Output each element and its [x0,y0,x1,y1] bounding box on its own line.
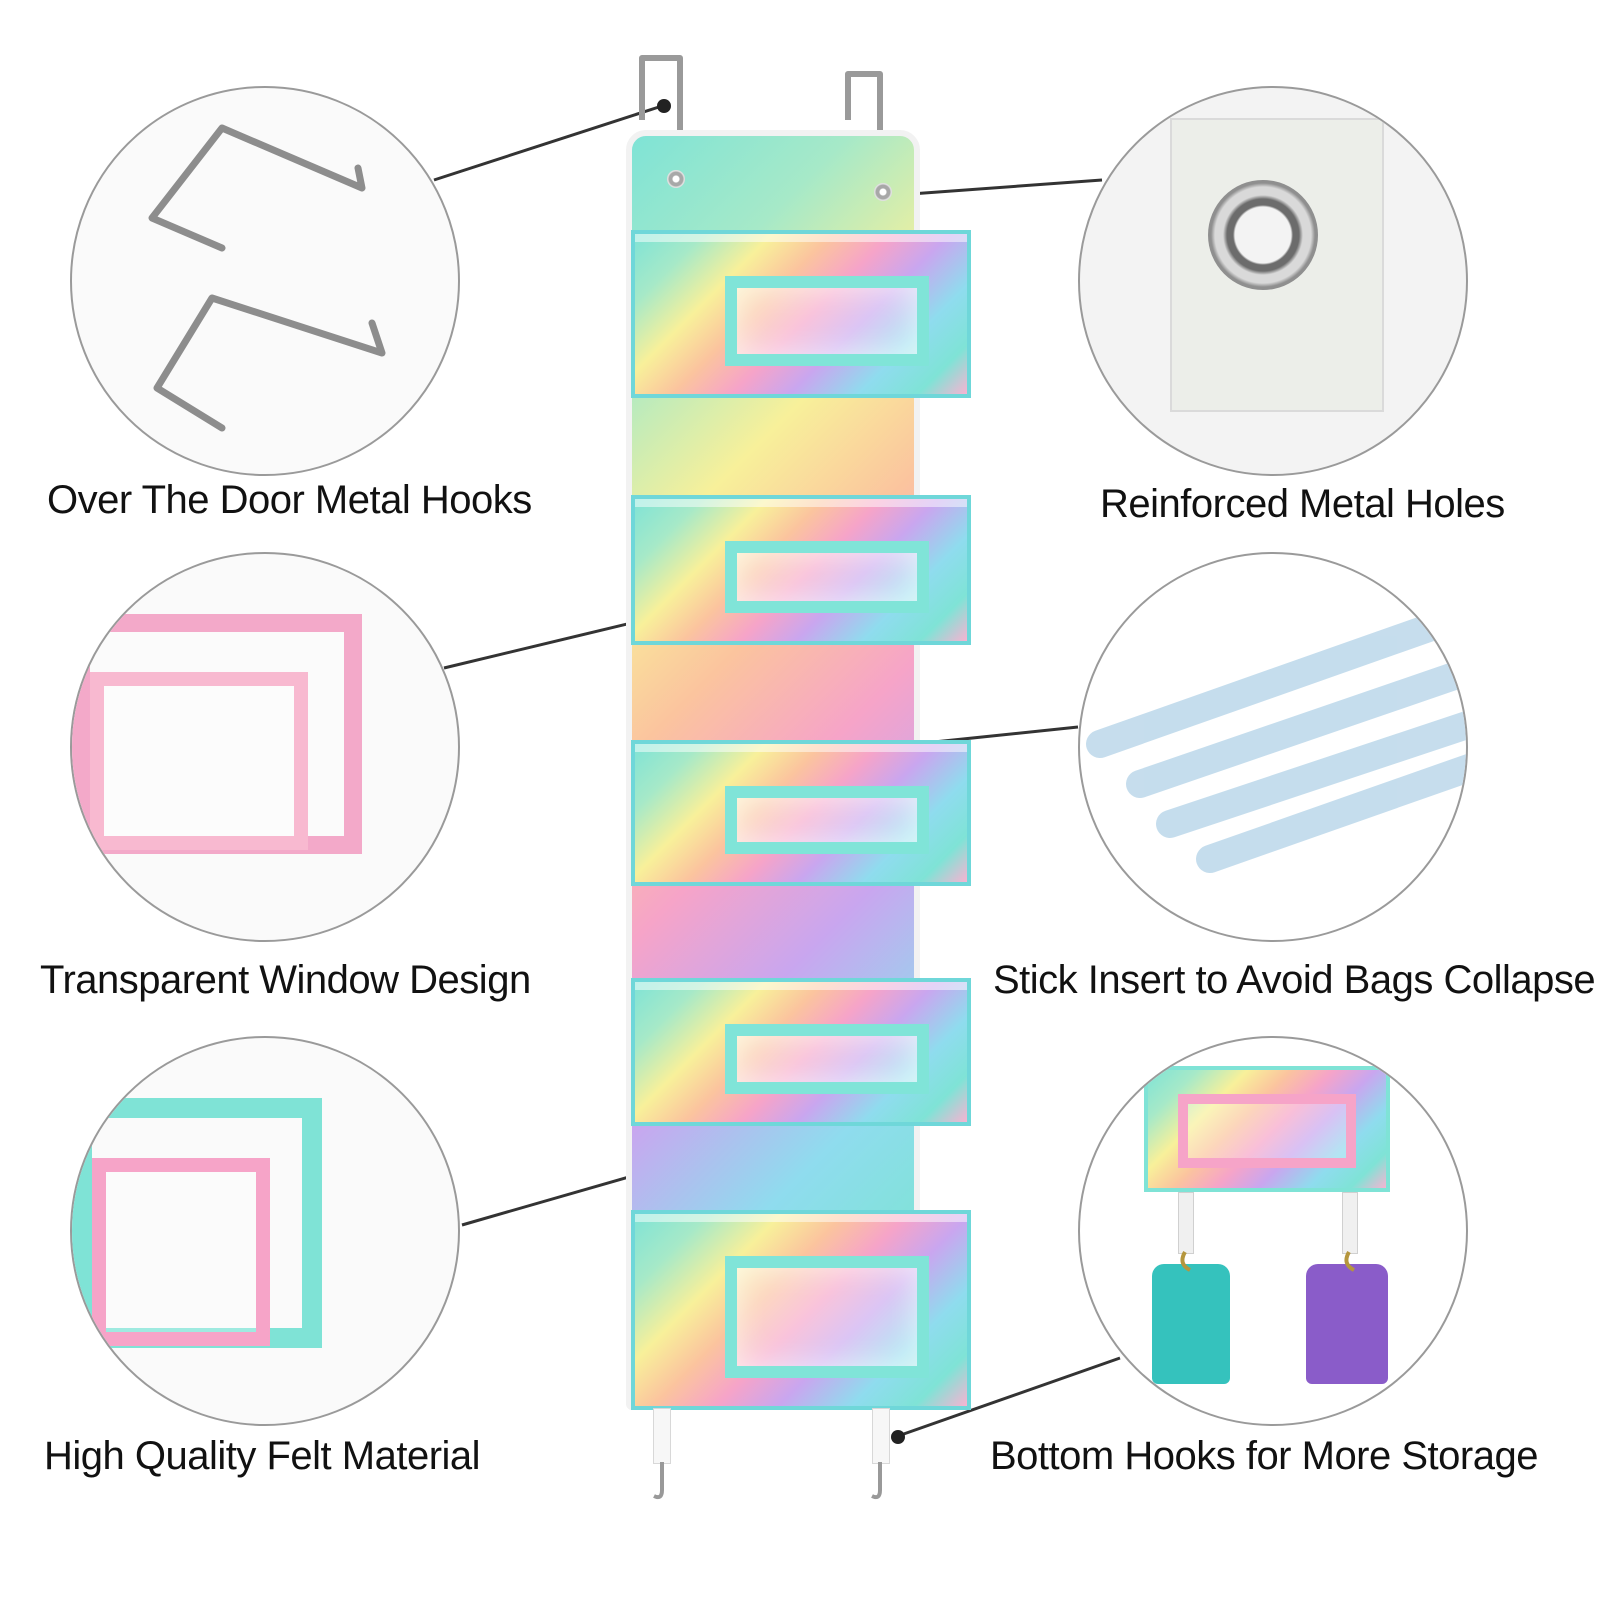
pocket-3 [631,740,971,886]
detail-circle-holes [1078,86,1468,476]
line-hooks [433,104,663,182]
window-pocket-icon [72,614,362,854]
pocket-window [725,541,929,613]
line-holes [896,178,1103,197]
detail-circle-hooks [70,86,460,476]
grommet-icon [1208,180,1318,290]
detail-circle-window [70,552,460,942]
detail-circle-stick [1078,552,1468,942]
detail-circle-felt [70,1036,460,1426]
pocket-1 [631,230,971,398]
pocket-window [725,276,929,366]
pocket-4 [631,978,971,1126]
line-bottom-hooks [897,1356,1121,1438]
dot-bottom-hooks [891,1430,905,1444]
pocket-window [725,1256,929,1378]
bottom-hooks-icon [653,1462,882,1500]
caption-holes: Reinforced Metal Holes [1100,482,1505,526]
top-hooks-icon [639,55,883,138]
caption-felt: High Quality Felt Material [44,1434,481,1478]
plastic-stick-icon [1086,610,1466,873]
caption-hooks: Over The Door Metal Hooks [47,478,532,522]
bottom-strap-right [872,1408,890,1464]
pocket-2 [631,495,971,645]
felt-texture-icon [72,1098,322,1348]
detail-circle-bottom-hooks [1078,1036,1468,1426]
grommet-left [667,170,685,188]
caption-window: Transparent Window Design [40,958,531,1002]
bottom-hook-icon [1180,1250,1355,1272]
pocket-5 [631,1210,971,1410]
teal-drawstring-bag [1152,1264,1230,1384]
bottom-strap-left [653,1408,671,1464]
dot-hooks [657,99,671,113]
metal-hook-icon [148,124,386,432]
caption-stick: Stick Insert to Avoid Bags Collapse [993,958,1596,1002]
pocket-window [725,1024,929,1094]
pocket-detail [1144,1066,1390,1192]
caption-bottom-hooks: Bottom Hooks for More Storage [990,1434,1538,1478]
purple-drawstring-bag [1306,1264,1388,1384]
grommet-right [874,183,892,201]
line-felt [461,1170,647,1227]
pocket-window [725,786,929,854]
